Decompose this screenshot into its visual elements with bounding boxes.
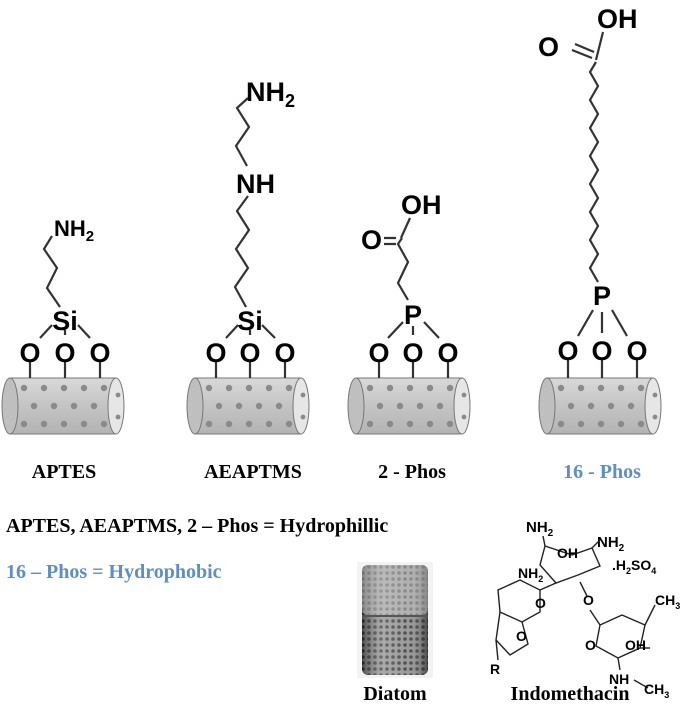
mol-o-right-link: O bbox=[583, 592, 594, 608]
aptes-oxygen-3: O bbox=[89, 338, 110, 368]
mol-nh2-right: NH2 bbox=[597, 534, 625, 554]
16-phos-oxygen-1: O bbox=[557, 336, 578, 366]
mol-salt: .H2SO4 bbox=[612, 557, 656, 576]
aptes-structure: O O O Si NH2 APTES bbox=[1, 216, 125, 483]
aptes-oxygen-2: O bbox=[54, 338, 75, 368]
mol-nh2-left: NH2 bbox=[518, 565, 543, 584]
mol-oh-right: OH bbox=[625, 637, 646, 653]
aeaptms-secondary-amine: NH bbox=[236, 169, 275, 199]
16-phos-structure: O O O P O OH 16 - Phos bbox=[538, 4, 662, 483]
16-phos-hydroxyl: OH bbox=[597, 4, 638, 34]
mol-ch3-top: CH3 bbox=[655, 592, 680, 611]
aeaptms-cylinder bbox=[186, 377, 310, 435]
hydrophilic-legend: APTES, AEAPTMS, 2 – Phos = Hydrophillic bbox=[6, 515, 388, 537]
aptes-amine: NH2 bbox=[54, 216, 94, 245]
16-phos-oxygen-3: O bbox=[626, 336, 647, 366]
mol-nh-methyl: NH bbox=[609, 671, 629, 687]
indomethacin-label: Indomethacin bbox=[511, 683, 630, 705]
mol-oh-center: OH bbox=[557, 545, 578, 561]
aeaptms-label: AEAPTMS bbox=[204, 461, 302, 483]
16-phos-carbonyl-oxygen: O bbox=[538, 32, 559, 62]
aptes-oxygen-1: O bbox=[19, 338, 40, 368]
diatom-image bbox=[357, 562, 433, 678]
2-phos-phosphorus: P bbox=[404, 300, 422, 330]
mol-ch3-bottom: CH3 bbox=[644, 681, 669, 700]
aptes-cylinder bbox=[1, 377, 125, 435]
mol-r-group: R bbox=[490, 661, 500, 677]
16-phos-oxygen-2: O bbox=[591, 336, 612, 366]
2-phos-label: 2 - Phos bbox=[378, 461, 446, 483]
diatom-label: Diatom bbox=[363, 683, 427, 705]
aeaptms-silicon: Si bbox=[237, 306, 263, 336]
aeaptms-oxygen-1: O bbox=[205, 338, 226, 368]
mol-o-left-link: O bbox=[535, 595, 546, 611]
aeaptms-oxygen-3: O bbox=[274, 338, 295, 368]
indomethacin-structure: NH2 NH2 .H2SO4 OH NH2 O O R O O CH3 OH N… bbox=[490, 519, 680, 700]
16-phos-label: 16 - Phos bbox=[563, 461, 641, 483]
2-phos-oxygen-1: O bbox=[368, 338, 389, 368]
2-phos-hydroxyl: OH bbox=[401, 190, 442, 220]
2-phos-oxygen-2: O bbox=[402, 338, 423, 368]
mol-o-right-ring: O bbox=[585, 637, 596, 653]
16-phos-cylinder bbox=[538, 377, 662, 435]
hydrophobic-legend: 16 – Phos = Hydrophobic bbox=[6, 561, 222, 583]
2-phos-carbonyl-oxygen: O bbox=[361, 225, 382, 255]
16-phos-phosphorus: P bbox=[593, 281, 611, 311]
mol-nh2-top: NH2 bbox=[526, 519, 554, 539]
2-phos-cylinder bbox=[347, 377, 471, 435]
aptes-silicon: Si bbox=[52, 306, 78, 336]
2-phos-structure: O O O P O OH 2 - Phos bbox=[347, 190, 471, 483]
aeaptms-structure: O O O Si NH NH2 AEAPTMS bbox=[186, 77, 310, 483]
mol-o-left-ring: O bbox=[516, 628, 527, 644]
aeaptms-primary-amine: NH2 bbox=[246, 77, 295, 111]
2-phos-oxygen-3: O bbox=[437, 338, 458, 368]
aeaptms-oxygen-2: O bbox=[239, 338, 260, 368]
aptes-label: APTES bbox=[32, 461, 96, 483]
